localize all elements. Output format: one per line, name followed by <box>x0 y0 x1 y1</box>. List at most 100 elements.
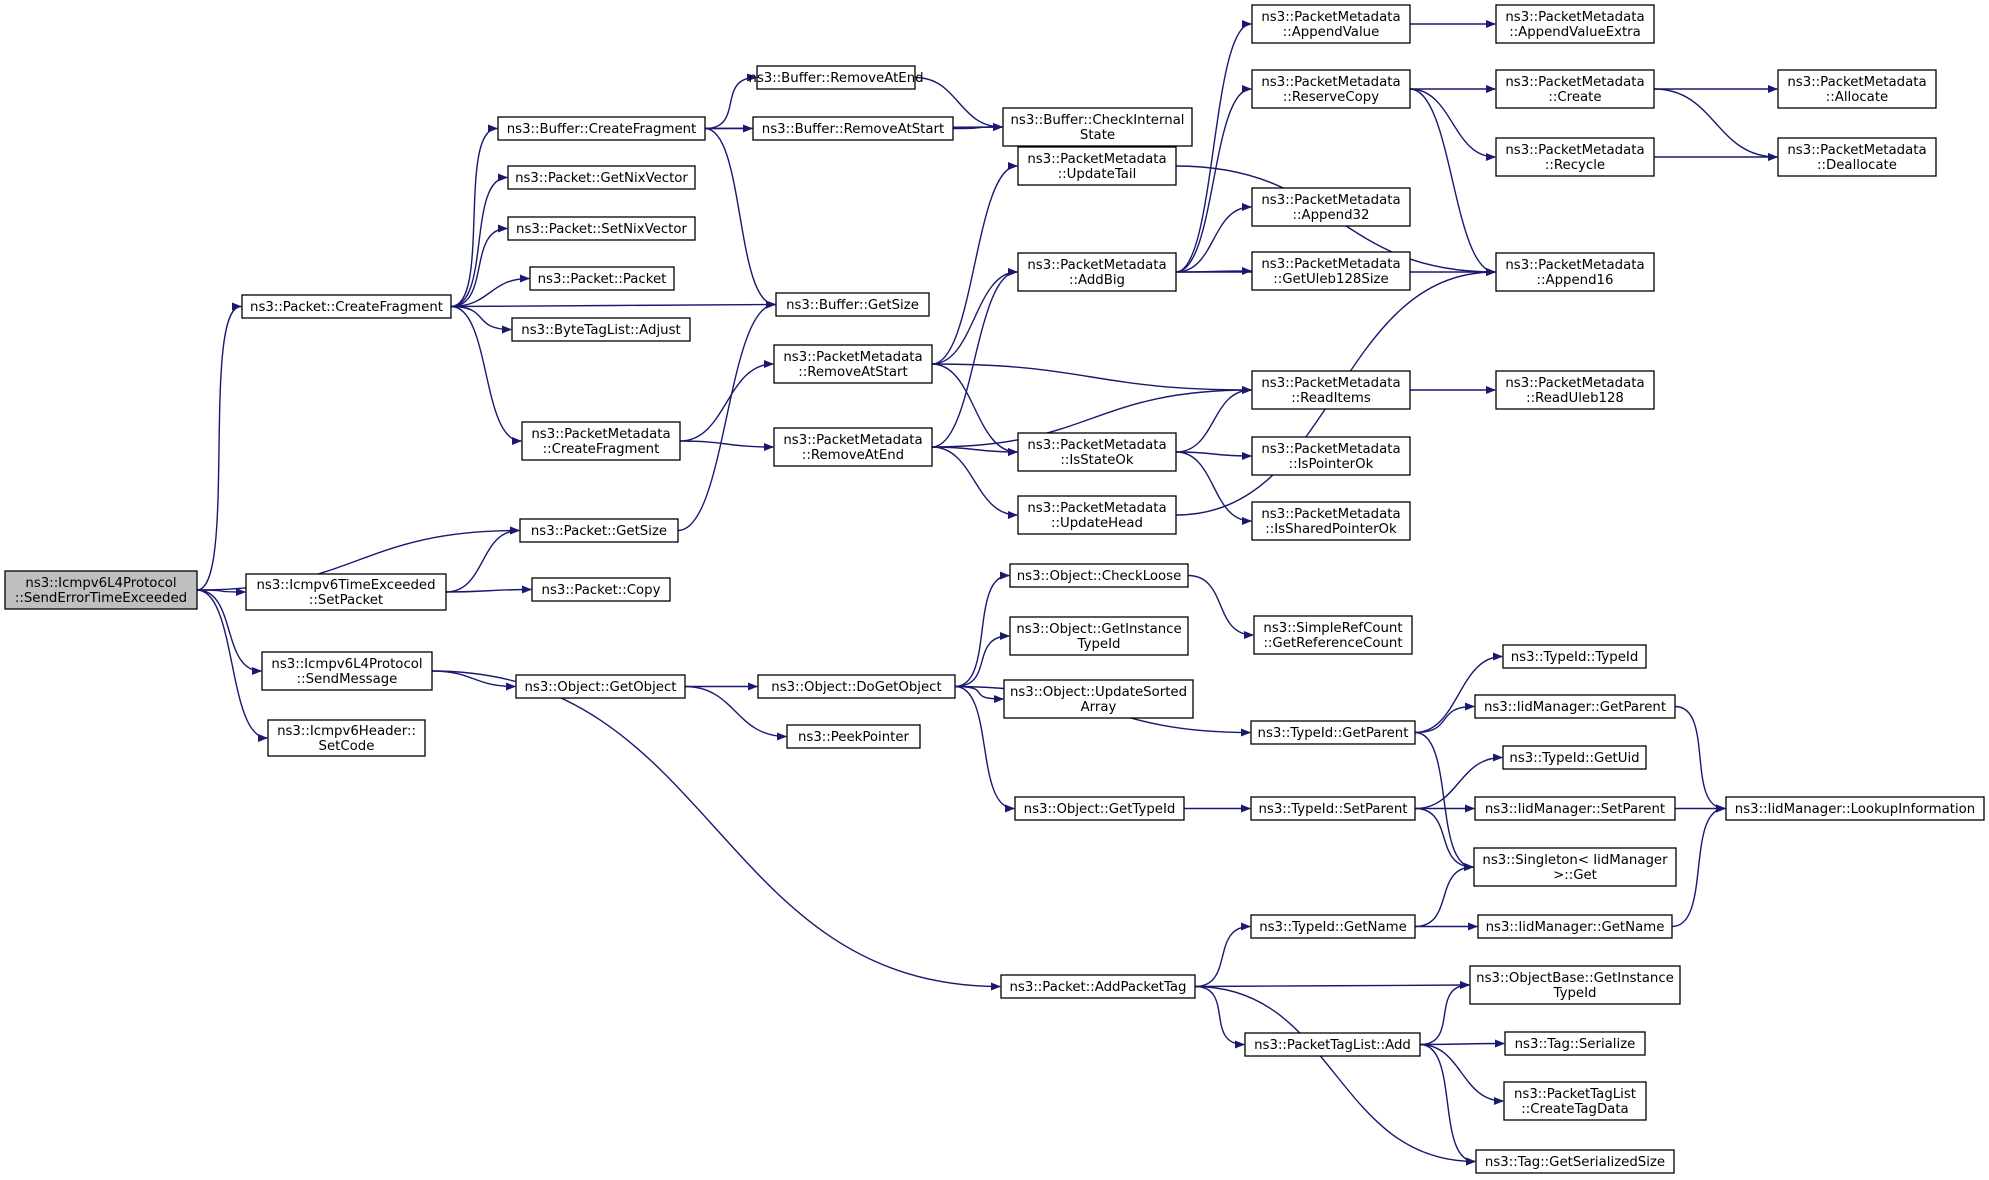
node-pm-recycle[interactable]: ns3::PacketMetadata::Recycle <box>1495 137 1655 177</box>
node-pm-append16[interactable]: ns3::PacketMetadata::Append16 <box>1495 252 1655 292</box>
node-pm-allocate[interactable]: ns3::PacketMetadata::Allocate <box>1777 69 1937 109</box>
node-pm-addbig[interactable]: ns3::PacketMetadata::AddBig <box>1017 252 1177 292</box>
node-simplerefcount[interactable]: ns3::SimpleRefCount::GetReferenceCount <box>1253 615 1413 655</box>
node-label-line: ns3::IidManager::GetName <box>1486 920 1665 935</box>
node-label-line: ns3::IidManager::LookupInformation <box>1735 802 1975 817</box>
node-tag-serialize[interactable]: ns3::Tag::Serialize <box>1504 1031 1646 1056</box>
node-te-setpacket[interactable]: ns3::Icmpv6TimeExceeded::SetPacket <box>245 573 447 611</box>
node-label-line: ns3::PeekPointer <box>798 730 910 745</box>
node-typeid-typeid[interactable]: ns3::TypeId::TypeId <box>1502 644 1647 669</box>
node-label-line: ns3::PacketMetadata <box>783 433 922 448</box>
node-typeid-getparent[interactable]: ns3::TypeId::GetParent <box>1250 720 1416 745</box>
node-iid-lookupinfo[interactable]: ns3::IidManager::LookupInformation <box>1725 796 1985 821</box>
edge-root-to-pkt-createfrag <box>196 302 242 591</box>
node-buf-createfrag[interactable]: ns3::Buffer::CreateFragment <box>497 116 706 141</box>
node-label-line: ns3::PacketMetadata <box>1027 438 1166 453</box>
node-label-line: ns3::Object::UpdateSorted <box>1010 685 1187 700</box>
node-box <box>1502 644 1647 669</box>
node-typeid-getuid[interactable]: ns3::TypeId::GetUid <box>1502 745 1647 770</box>
node-pm-getuleb128size[interactable]: ns3::PacketMetadata::GetUleb128Size <box>1251 251 1411 291</box>
node-tag-getserializedsize[interactable]: ns3::Tag::GetSerializedSize <box>1475 1149 1675 1174</box>
node-label-line: ns3::PacketMetadata <box>1505 376 1644 391</box>
node-pm-ispointerok[interactable]: ns3::PacketMetadata::IsPointerOk <box>1251 436 1411 476</box>
node-box <box>1251 187 1411 227</box>
node-setcode[interactable]: ns3::Icmpv6Header::SetCode <box>267 719 426 757</box>
node-label-line: ::RemoveAtEnd <box>802 448 904 463</box>
node-pkt-createfrag[interactable]: ns3::Packet::CreateFragment <box>241 294 452 319</box>
node-pm-create[interactable]: ns3::PacketMetadata::Create <box>1495 69 1655 109</box>
node-label-line: ns3::PacketMetadata <box>1027 258 1166 273</box>
edge-buf-removeatend-to-buf-checkinternal <box>914 76 1003 131</box>
node-iid-getparent[interactable]: ns3::IidManager::GetParent <box>1474 694 1676 719</box>
edge-obj-dogetobject-to-obj-getinstancetypeid <box>954 632 1010 688</box>
node-label-line: ns3::PacketTagList <box>1514 1087 1636 1102</box>
node-sendmessage[interactable]: ns3::Icmpv6L4Protocol::SendMessage <box>261 651 433 691</box>
node-pm-updatehead[interactable]: ns3::PacketMetadata::UpdateHead <box>1017 495 1177 535</box>
node-pkt-packet[interactable]: ns3::Packet::Packet <box>529 266 675 291</box>
node-typeid-getname[interactable]: ns3::TypeId::GetName <box>1250 914 1416 939</box>
node-label-line: ::Deallocate <box>1817 158 1897 173</box>
node-getnixvector[interactable]: ns3::Packet::GetNixVector <box>507 165 696 190</box>
node-bytetag-adjust[interactable]: ns3::ByteTagList::Adjust <box>511 317 691 342</box>
node-buf-getsize[interactable]: ns3::Buffer::GetSize <box>775 292 930 317</box>
node-addpackettag[interactable]: ns3::Packet::AddPacketTag <box>1000 974 1196 999</box>
edge-pkt-createfrag-to-getnixvector <box>450 173 508 308</box>
edge-pm-removeatend-to-pm-readitems <box>931 386 1252 448</box>
node-label-line: ::AddBig <box>1069 273 1125 288</box>
node-label-line: ns3::SimpleRefCount <box>1263 621 1402 636</box>
node-buf-removeatstart[interactable]: ns3::Buffer::RemoveAtStart <box>752 116 954 141</box>
node-setnixvector[interactable]: ns3::Packet::SetNixVector <box>507 216 696 241</box>
edge-pkt-createfrag-to-bytetag-adjust <box>450 305 512 334</box>
node-root[interactable]: ns3::Icmpv6L4Protocol::SendErrorTimeExce… <box>4 570 198 610</box>
node-pm-deallocate[interactable]: ns3::PacketMetadata::Deallocate <box>1777 137 1937 177</box>
node-buf-removeatend[interactable]: ns3::Buffer::RemoveAtEnd <box>748 65 924 90</box>
node-obj-dogetobject[interactable]: ns3::Object::DoGetObject <box>757 674 956 699</box>
edge-pm-create-to-pm-deallocate <box>1653 88 1778 161</box>
node-obj-gettypeid[interactable]: ns3::Object::GetTypeId <box>1014 796 1185 821</box>
node-iid-getname[interactable]: ns3::IidManager::GetName <box>1477 914 1673 939</box>
node-packettaglist-add[interactable]: ns3::PacketTagList::Add <box>1244 1032 1421 1057</box>
node-pm-isstateok[interactable]: ns3::PacketMetadata::IsStateOk <box>1017 432 1177 472</box>
node-label-line: >::Get <box>1553 868 1597 883</box>
node-box <box>1009 616 1189 656</box>
node-box <box>1253 615 1413 655</box>
node-label-line: ns3::Icmpv6L4Protocol <box>25 576 176 591</box>
node-pm-append32[interactable]: ns3::PacketMetadata::Append32 <box>1251 187 1411 227</box>
node-obj-checkloose[interactable]: ns3::Object::CheckLoose <box>1009 563 1189 588</box>
node-pm-appendvalueextra[interactable]: ns3::PacketMetadata::AppendValueExtra <box>1495 4 1655 44</box>
node-pm-removeatstart[interactable]: ns3::PacketMetadata::RemoveAtStart <box>773 344 933 384</box>
node-peekpointer[interactable]: ns3::PeekPointer <box>786 724 921 749</box>
node-box <box>1725 796 1985 821</box>
node-typeid-setparent[interactable]: ns3::TypeId::SetParent <box>1250 796 1416 821</box>
edges <box>196 20 1778 1166</box>
node-obj-getobject[interactable]: ns3::Object::GetObject <box>515 674 686 699</box>
node-pm-issharedpointerok[interactable]: ns3::PacketMetadata::IsSharedPointerOk <box>1251 501 1411 541</box>
node-pm-readitems[interactable]: ns3::PacketMetadata::ReadItems <box>1251 370 1411 410</box>
node-pm-createfrag[interactable]: ns3::PacketMetadata::CreateFragment <box>521 421 681 461</box>
edge-pm-reservecopy-to-pm-append16 <box>1409 88 1496 276</box>
edge-pm-removeatstart-to-pm-addbig <box>931 268 1018 365</box>
node-singleton-get[interactable]: ns3::Singleton< IidManager >::Get <box>1473 847 1677 887</box>
node-pm-readuleb128[interactable]: ns3::PacketMetadata::ReadUleb128 <box>1495 370 1655 410</box>
node-label-line: ::SendMessage <box>297 672 398 687</box>
node-pm-reservecopy[interactable]: ns3::PacketMetadata::ReserveCopy <box>1251 69 1411 109</box>
node-label-line: ::Recycle <box>1545 158 1605 173</box>
node-label-line: ::ReserveCopy <box>1283 90 1379 105</box>
node-pkt-copy[interactable]: ns3::Packet::Copy <box>531 577 671 602</box>
node-ptl-createtagdata[interactable]: ns3::PacketTagList::CreateTagData <box>1503 1081 1647 1121</box>
node-box <box>511 317 691 342</box>
node-iid-setparent[interactable]: ns3::IidManager::SetParent <box>1474 796 1676 821</box>
node-label-line: ::ReadItems <box>1291 391 1371 406</box>
edge-buf-createfrag-to-buf-getsize <box>704 127 776 309</box>
node-pm-appendvalue[interactable]: ns3::PacketMetadata::AppendValue <box>1251 4 1411 44</box>
node-pm-removeatend[interactable]: ns3::PacketMetadata::RemoveAtEnd <box>773 427 933 467</box>
node-box <box>773 344 933 384</box>
node-pm-updatetail[interactable]: ns3::PacketMetadata::UpdateTail <box>1017 146 1177 186</box>
node-label-line: ns3::Buffer::RemoveAtStart <box>762 122 944 137</box>
edge-typeid-getparent-to-typeid-typeid <box>1414 652 1503 734</box>
node-pkt-getsize[interactable]: ns3::Packet::GetSize <box>519 518 679 543</box>
